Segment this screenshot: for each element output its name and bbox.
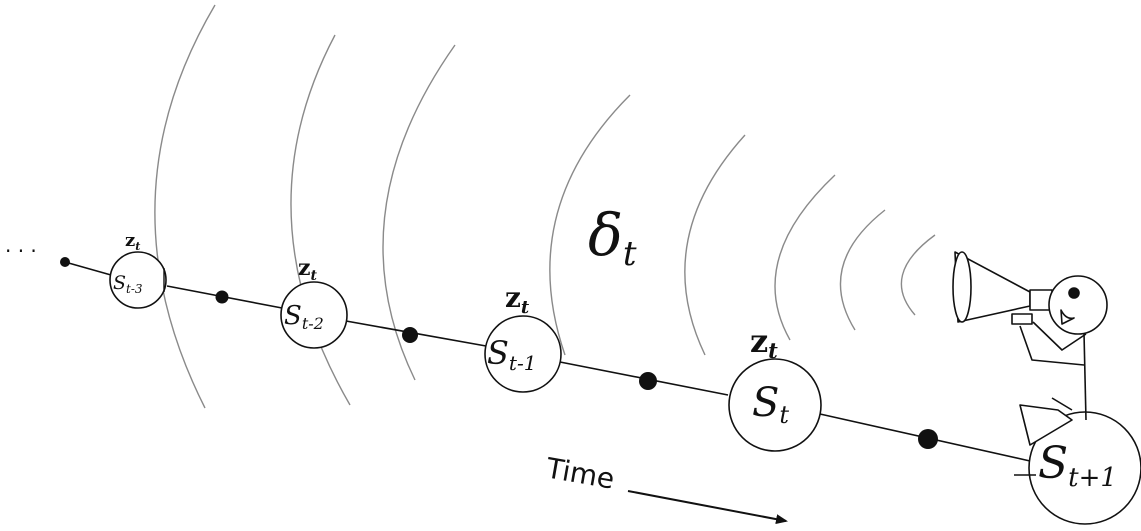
state-label: St-1 (487, 334, 536, 375)
time-arrow (627, 490, 788, 525)
megaphone-figure-icon (952, 251, 1108, 476)
timeline-dot (60, 257, 70, 267)
state-node (1028, 411, 1141, 525)
signal-arc (154, 4, 216, 409)
delta-label: δt (588, 201, 637, 274)
time-label: Time (543, 451, 617, 496)
signal-arc (774, 174, 836, 341)
signal-arc (382, 44, 456, 381)
z-label: zt (125, 230, 140, 253)
state-node (728, 358, 822, 452)
state-label: St-2 (284, 301, 324, 333)
state-label: St (752, 380, 789, 429)
z-label: zt (505, 281, 530, 318)
z-labels: zt zt zt zt (125, 230, 778, 363)
ellipsis: · · · (5, 239, 37, 263)
signal-arc (290, 34, 351, 406)
signal-arc (684, 134, 746, 356)
state-node (109, 251, 167, 309)
z-label: zt (750, 322, 778, 363)
state-node (280, 281, 348, 349)
signal-arc (839, 209, 886, 331)
state-label: St-3 (113, 272, 143, 296)
timeline-dot (918, 429, 938, 449)
signal-arc (549, 94, 631, 356)
state-label: St+1 (1038, 438, 1117, 493)
z-label: zt (298, 255, 318, 284)
state-circles (109, 251, 1141, 525)
timeline-dots (60, 257, 938, 449)
timeline-dot (402, 327, 418, 343)
timeline-dot (639, 372, 657, 390)
signal-arcs (154, 4, 936, 409)
timeline-dot (215, 290, 229, 304)
signal-arc (900, 234, 936, 316)
state-labels: St-3 St-2 St-1 St St+1 (113, 272, 1117, 493)
state-node (484, 315, 562, 393)
